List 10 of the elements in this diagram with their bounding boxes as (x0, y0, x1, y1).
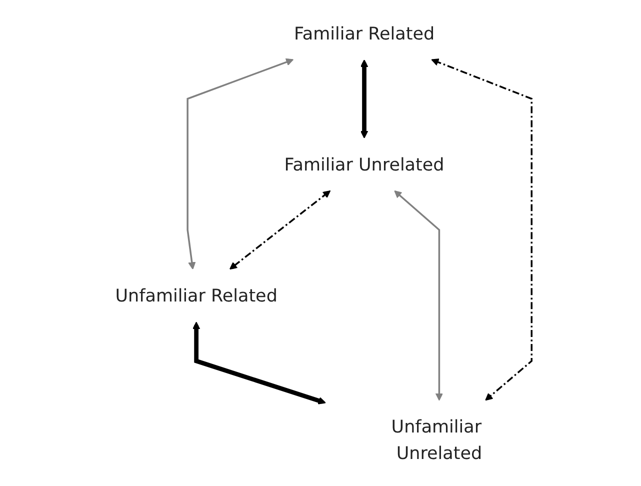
node-text: Familiar Unrelated (284, 154, 444, 175)
arrow (186, 58, 294, 270)
node-text: Familiar Related (294, 22, 434, 44)
node-text: Unfamiliar Related (114, 284, 277, 306)
arrow (394, 190, 443, 401)
arrow (360, 59, 368, 138)
node-text: Unfamiliar Unrelated (390, 416, 482, 464)
arrow (192, 322, 326, 404)
arrow (430, 58, 532, 401)
arrow (229, 190, 330, 270)
